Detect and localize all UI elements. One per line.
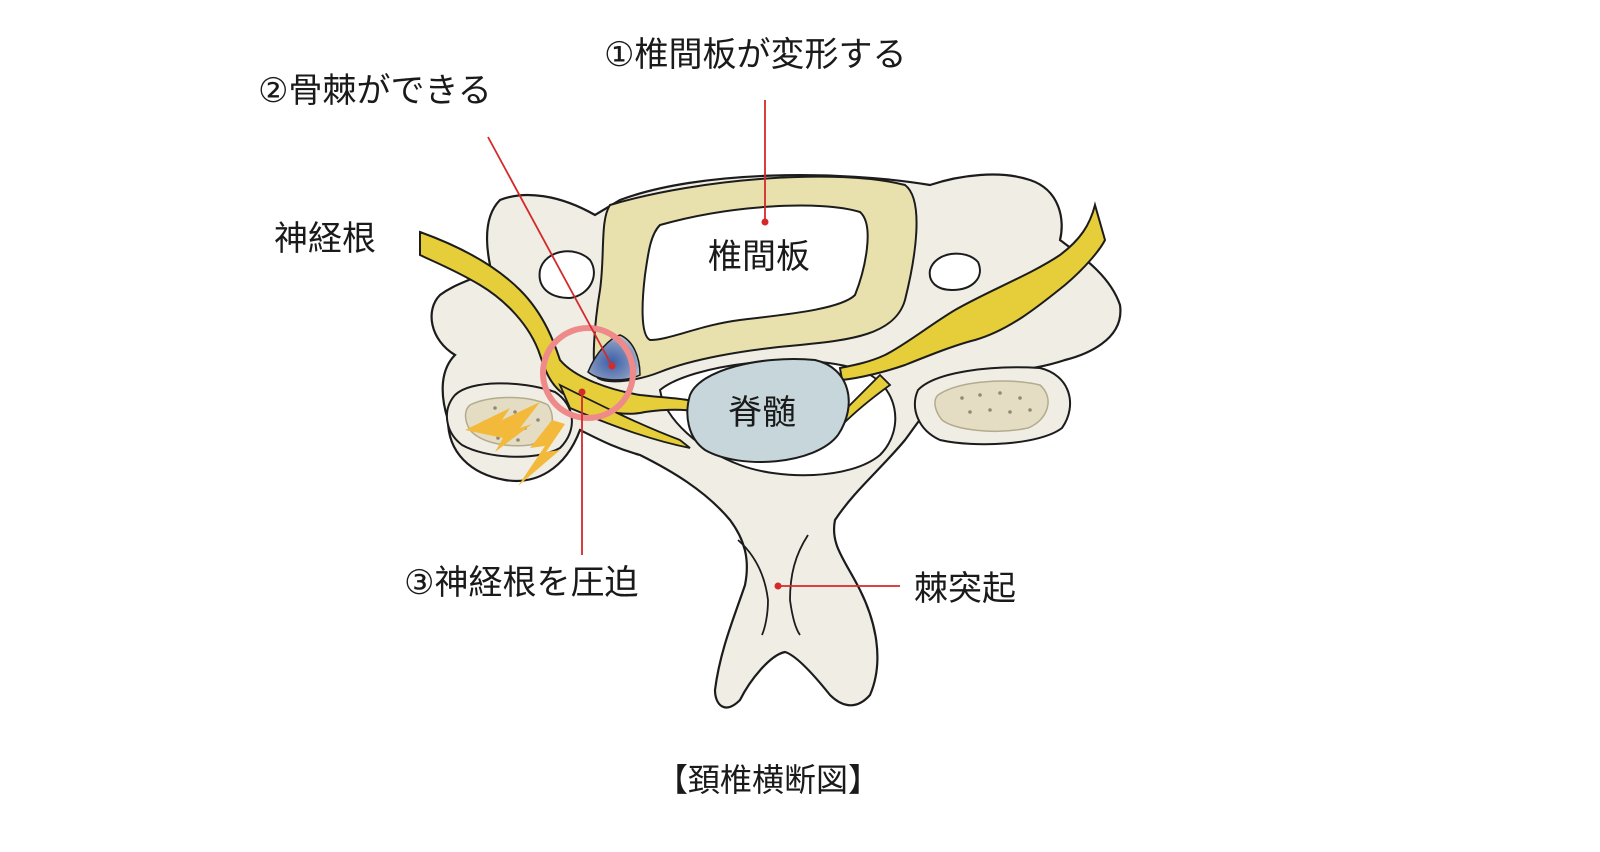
label-disc-deform: ①椎間板が変形する [604, 35, 907, 75]
leader-dot-disc [761, 218, 769, 226]
leader-dot-bone-spur [608, 362, 616, 370]
left-nerve-branch [558, 383, 691, 449]
label-compress-nerve-root: ③神経根を圧迫 [404, 563, 639, 603]
leader-line-bone-spur [487, 136, 613, 367]
right-facet-inner [934, 380, 1049, 432]
compression-highlight-circle [540, 325, 636, 421]
spinal-cord [686, 358, 850, 463]
leader-dot-spinous [774, 582, 782, 590]
label-bone-spur: ②骨棘ができる [258, 71, 492, 111]
disc-nucleus [641, 204, 869, 342]
pain-bolt-upper [465, 402, 540, 452]
right-transverse-foramen [928, 252, 981, 292]
label-spinous-process: 棘突起 [914, 569, 1016, 609]
leader-dot-nerve-compress [578, 388, 586, 396]
pain-bolt-lower [518, 420, 565, 486]
label-nerve-root: 神経根 [274, 219, 376, 259]
spinous-midline-right [789, 534, 809, 636]
right-facet-dots [960, 391, 1032, 414]
figure-caption: 【頚椎横断図】 [656, 761, 881, 799]
left-nerve-root [419, 230, 707, 415]
label-intervertebral-disc: 椎間板 [708, 237, 810, 277]
label-spinal-cord: 脊髄 [728, 393, 796, 433]
left-transverse-foramen [538, 250, 595, 300]
spinous-midline-left [737, 539, 769, 636]
